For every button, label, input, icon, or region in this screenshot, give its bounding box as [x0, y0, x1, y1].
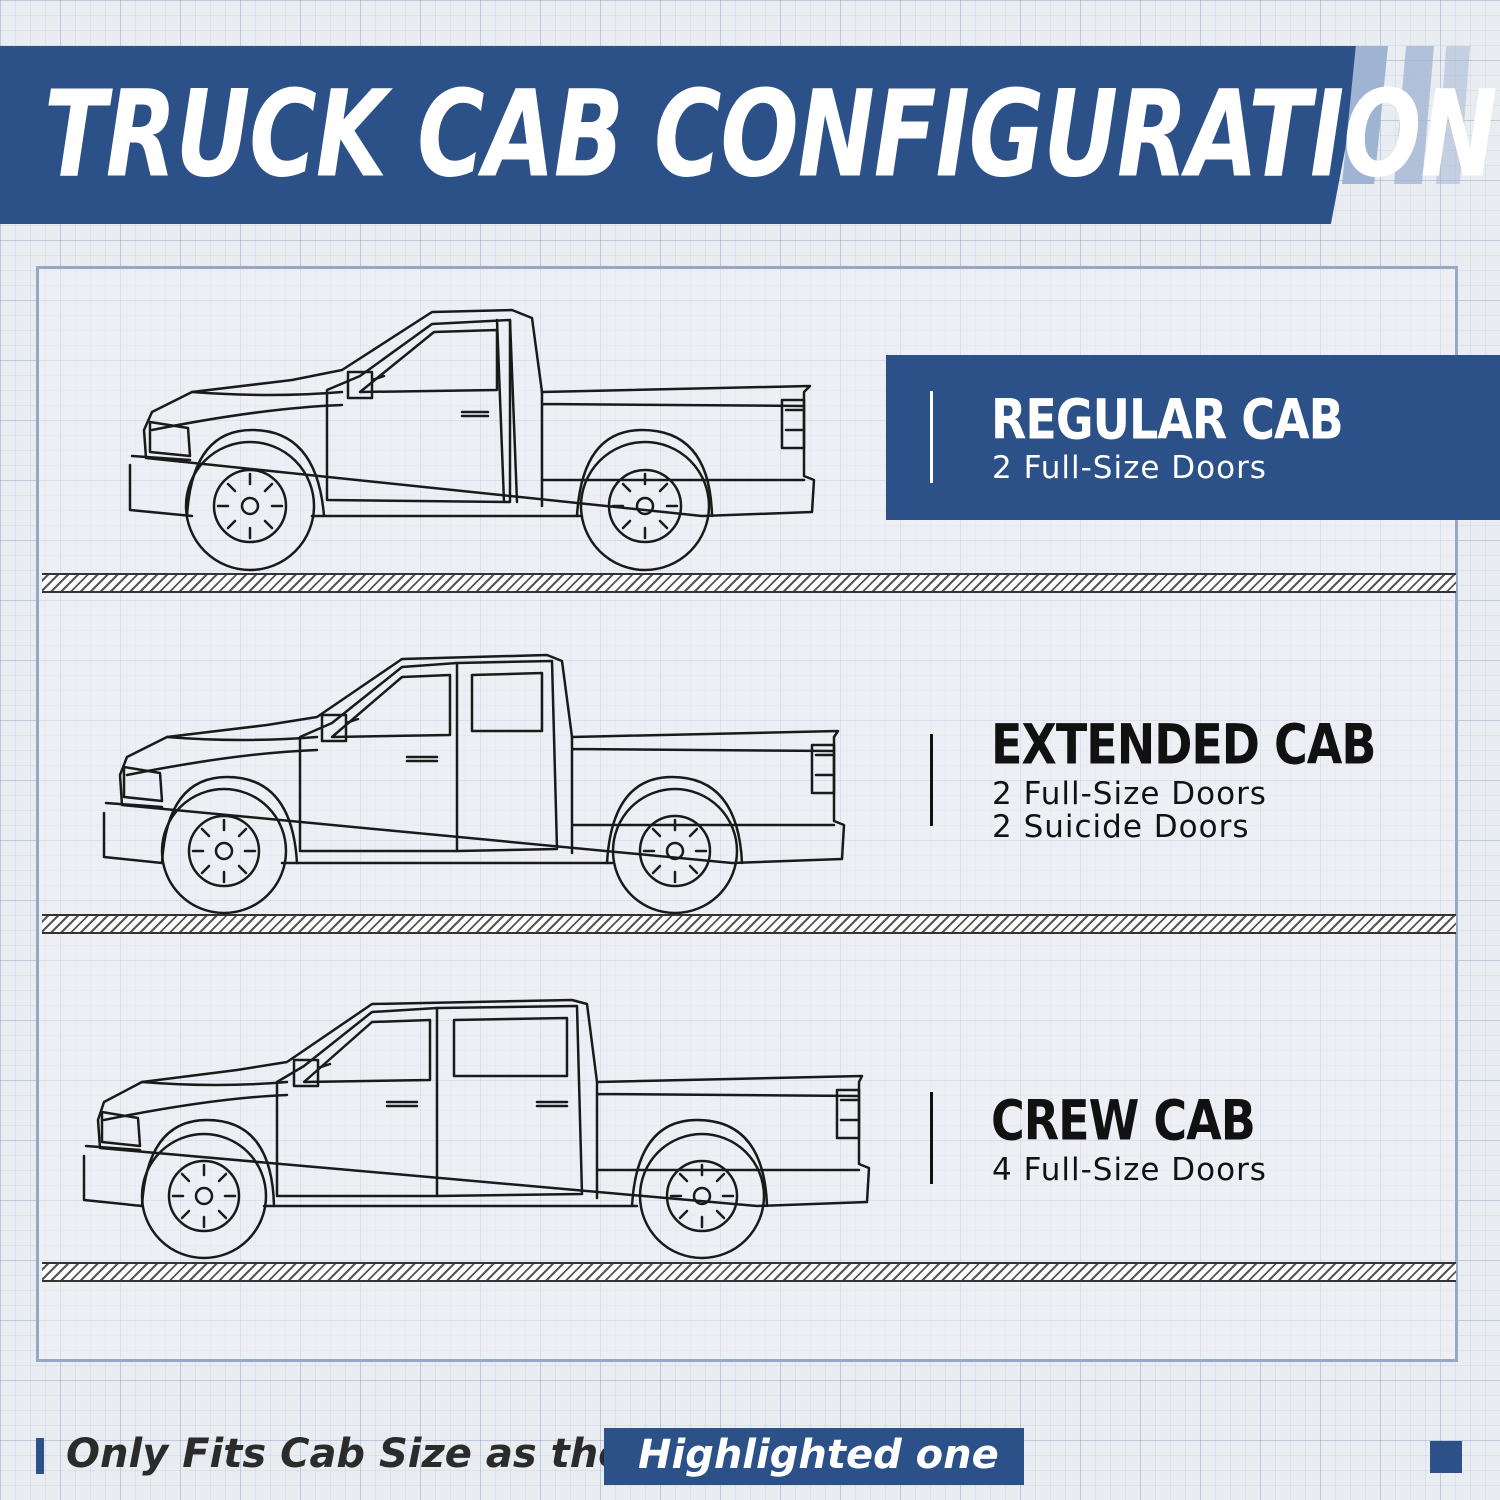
cab-name-extended: EXTENDED CAB	[991, 712, 1376, 777]
cab-detail-extended-1: 2 Full-Size Doors	[992, 776, 1267, 812]
extended-cab-truck-outline-icon	[102, 653, 846, 915]
cab-label-crew: CREW CAB 4 Full-Size Doors	[886, 1070, 1486, 1210]
cab-section-extended	[42, 625, 1456, 945]
crew-cab-truck-outline-icon	[82, 998, 871, 1260]
ground-line	[42, 1262, 1456, 1282]
cab-name-regular: REGULAR CAB	[991, 387, 1344, 452]
footer-square-marker	[1430, 1441, 1462, 1473]
cab-label-regular: REGULAR CAB 2 Full-Size Doors	[886, 355, 1500, 520]
footer-accent-bar	[36, 1438, 44, 1474]
label-divider	[930, 1092, 933, 1184]
cab-section-regular	[42, 280, 1456, 600]
regular-cab-truck-outline-icon	[128, 308, 816, 572]
footer-highlight-text: Highlighted one	[638, 1432, 999, 1478]
footer-note: Only Fits Cab Size as the	[66, 1431, 626, 1477]
footer-highlight-box: Highlighted one	[604, 1428, 1024, 1485]
cab-name-crew: CREW CAB	[991, 1088, 1256, 1153]
header-banner	[0, 46, 1365, 224]
cab-detail-extended-2: 2 Suicide Doors	[992, 809, 1250, 845]
page-title: TRUCK CAB CONFIGURATION	[44, 64, 1497, 204]
cab-detail-crew-1: 4 Full-Size Doors	[992, 1152, 1267, 1188]
cab-section-crew	[42, 970, 1456, 1290]
cab-label-extended: EXTENDED CAB 2 Full-Size Doors 2 Suicide…	[886, 700, 1486, 865]
ground-line	[42, 573, 1456, 593]
ground-line	[42, 914, 1456, 934]
label-divider	[930, 734, 933, 826]
label-divider	[930, 391, 933, 483]
cab-detail-regular-1: 2 Full-Size Doors	[992, 450, 1267, 486]
